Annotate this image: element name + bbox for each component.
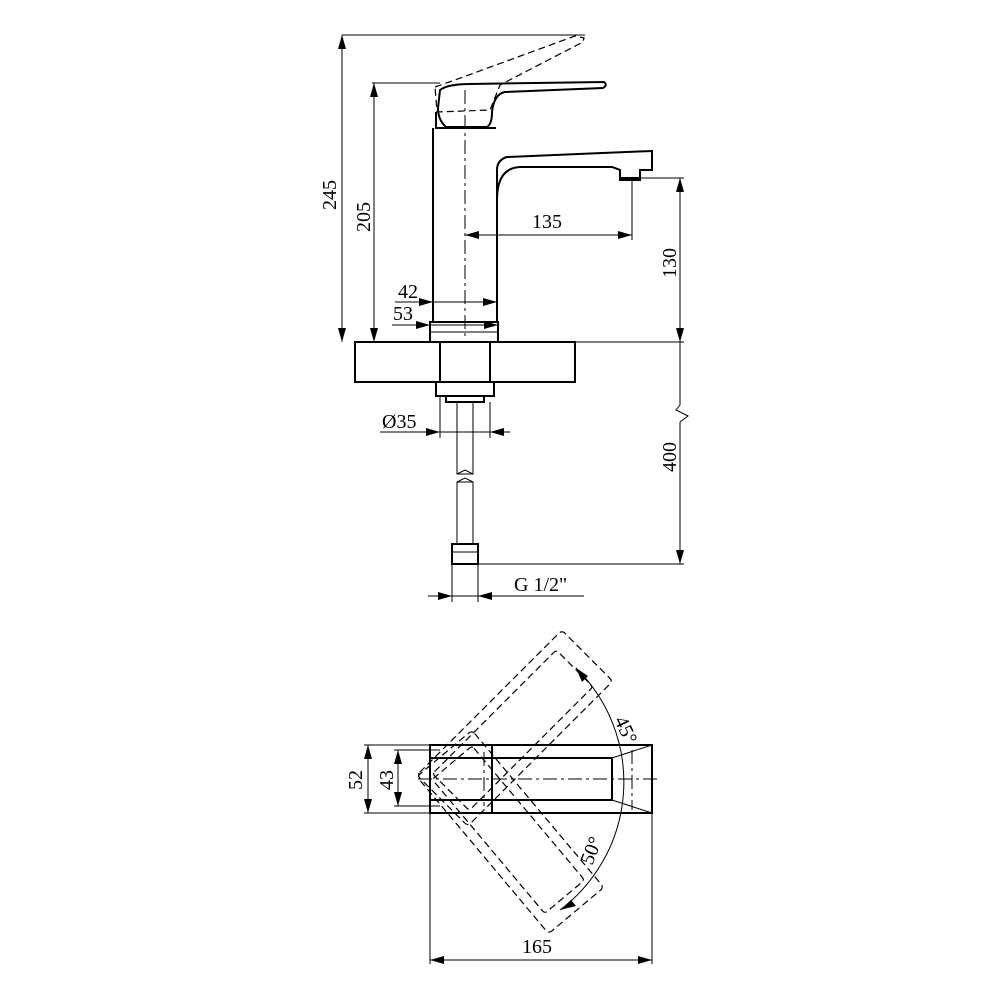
dim-245-label: 245 [319,180,341,210]
dim-130-label: 130 [659,248,681,278]
dim-top-body-width: 43 [376,749,440,807]
top-view: 45° 50° 52 43 165 [345,631,660,964]
dim-lever-height: 205 [353,82,440,342]
hose-lower [456,481,474,545]
dim-top-overall-width: 52 [345,744,430,814]
hose-fitting [451,543,479,565]
spout-aerator [619,170,641,181]
hose-break-2 [456,477,474,483]
mounting-nut [435,381,495,397]
dim-42-label: 42 [398,281,418,303]
dim-base-width: 53 [392,303,498,329]
dim-52-label: 52 [345,770,367,790]
dim-body-width: 42 [395,281,497,306]
side-view: 245 205 135 130 [319,34,689,602]
dim-hose-length: 400 [478,342,689,565]
dim-135-label: 135 [532,211,562,233]
dim-205-label: 205 [353,202,375,232]
mounting-nut-lower [445,395,485,403]
dim-thread-label: G 1/2" [514,574,567,596]
dim-43-label: 43 [376,770,398,790]
dim-53-label: 53 [393,303,413,325]
dim-shank-diameter: Ø35 [380,396,510,438]
dim-165-label: 165 [522,936,552,958]
dim-400-label: 400 [659,442,681,472]
threaded-shank [439,341,491,383]
hose-upper [456,401,474,475]
lever-raised-outline [434,35,585,113]
lever-rotated-up [417,631,612,826]
dim-top-length: 165 [429,813,653,964]
dim-spout-clearance: 130 [575,177,684,343]
hose-break [456,469,474,475]
cartridge-cap [435,112,496,129]
dim-thread: G 1/2" [428,564,584,602]
angle-arc [559,667,625,911]
dim-total-height: 245 [319,34,585,342]
lever [436,80,607,128]
countertop-left [354,341,441,383]
faucet-body [432,128,653,323]
angle-45-label: 45° [609,713,641,748]
countertop-right [489,341,576,383]
dim-spout-reach: 135 [465,180,633,240]
dim-d35-label: Ø35 [382,411,416,433]
lever-rotated-down [417,731,603,933]
